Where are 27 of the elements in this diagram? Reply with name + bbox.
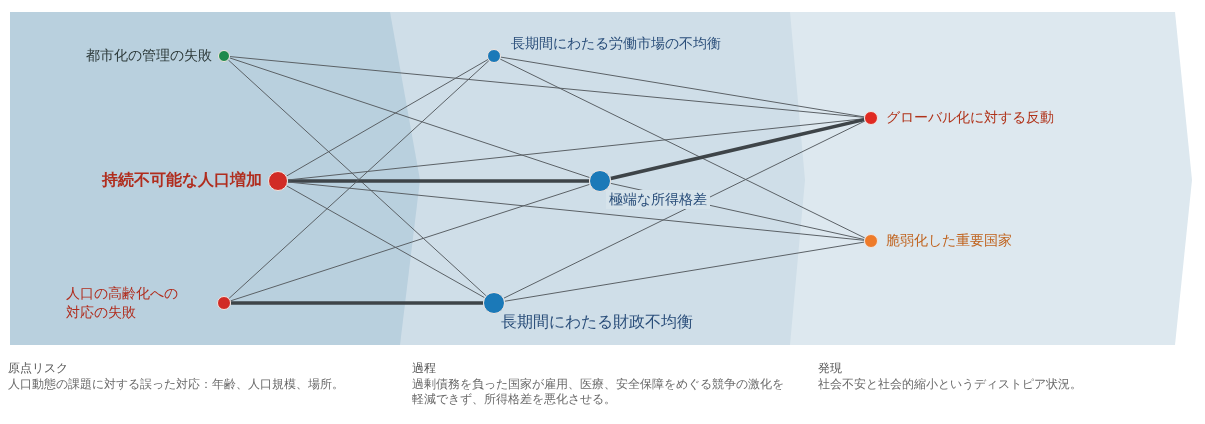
stage-heading: 過程 <box>412 361 437 376</box>
node-label: 都市化の管理の失敗 <box>86 46 212 65</box>
connector-line <box>610 117 865 181</box>
connector-line <box>287 181 865 241</box>
node-label: グローバル化に対する反動 <box>886 108 1054 127</box>
stage-heading: 原点リスク <box>8 361 69 376</box>
connector-line <box>499 58 866 239</box>
stage-description: 人口動態の課題に対する誤った対応：年齢、人口規模、場所。 <box>8 377 345 392</box>
node-label: 脆弱化した重要国家 <box>886 231 1012 250</box>
connector-line <box>503 120 866 299</box>
connector-line <box>500 56 865 118</box>
connector-line <box>229 56 865 118</box>
stage-description: 過剰債務を負った国家が雇用、医療、安全保障をめぐる競争の激化を軽減できず、所得格差を悪化させる。 <box>412 377 784 407</box>
connector-line <box>504 241 865 302</box>
connector-line <box>229 57 591 179</box>
connector-line <box>230 183 591 302</box>
node-label: 極端な所得格差 <box>606 190 710 209</box>
node-label: 持続不可能な人口増加 <box>102 170 262 189</box>
connector-line <box>286 185 485 299</box>
connector-line <box>286 59 489 177</box>
node-label: 長期間にわたる財政不均衡 <box>501 312 693 331</box>
stage-heading: 発現 <box>818 361 843 376</box>
node-label: 人口の高齢化への対応の失敗 <box>66 284 179 322</box>
connector-line <box>231 301 483 305</box>
node-label: 長期間にわたる労働市場の不均衡 <box>511 34 721 53</box>
stage-description: 社会不安と社会的縮小というディストピア状況。 <box>818 377 1083 392</box>
connector-line <box>288 179 589 183</box>
